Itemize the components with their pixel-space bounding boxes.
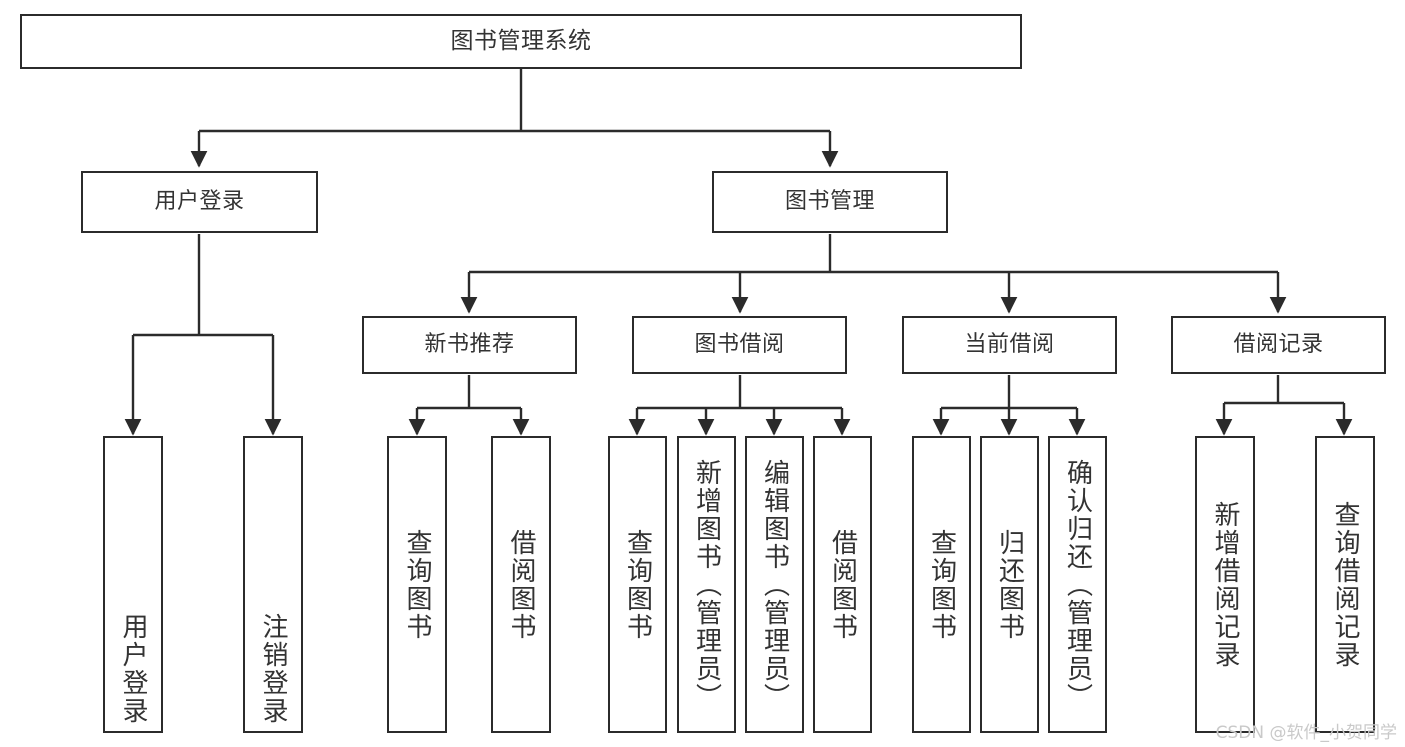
node-label: 查询图书 [402, 528, 432, 641]
node-label: 图书借阅 [694, 332, 785, 358]
leaf-query-book-current[interactable]: 查询图书 [912, 436, 971, 733]
leaf-add-borrow-record[interactable]: 新增借阅记录 [1195, 436, 1255, 733]
node-label: 新增图书（管理员） [691, 458, 722, 711]
node-book-borrow[interactable]: 图书借阅 [632, 316, 847, 374]
node-label: 查询图书 [622, 528, 653, 641]
node-label: 新增借阅记录 [1210, 500, 1240, 669]
leaf-query-book-recommend[interactable]: 查询图书 [387, 436, 447, 733]
node-label: 借阅图书 [827, 528, 858, 641]
leaf-logout-login[interactable]: 注销登录 [243, 436, 303, 733]
node-label: 图书管理 [784, 189, 875, 215]
node-user-login[interactable]: 用户登录 [81, 171, 318, 233]
node-label: 图书管理系统 [450, 28, 592, 55]
node-label: 确认归还（管理员） [1062, 458, 1093, 711]
leaf-borrow-book-recommend[interactable]: 借阅图书 [491, 436, 551, 733]
leaf-query-borrow-record[interactable]: 查询借阅记录 [1315, 436, 1375, 733]
node-label: 当前借阅 [964, 332, 1055, 358]
node-label: 归还图书 [994, 528, 1025, 641]
node-root-book-management-system[interactable]: 图书管理系统 [20, 14, 1022, 69]
node-label: 查询图书 [926, 528, 957, 641]
node-current-borrow[interactable]: 当前借阅 [902, 316, 1117, 374]
leaf-add-book-admin[interactable]: 新增图书（管理员） [677, 436, 736, 733]
leaf-confirm-return-admin[interactable]: 确认归还（管理员） [1048, 436, 1107, 733]
leaf-edit-book-admin[interactable]: 编辑图书（管理员） [745, 436, 804, 733]
node-label: 编辑图书（管理员） [759, 458, 790, 711]
node-label: 用户登录 [118, 613, 148, 725]
node-book-management[interactable]: 图书管理 [712, 171, 948, 233]
node-new-book-recommend[interactable]: 新书推荐 [362, 316, 577, 374]
node-label: 查询借阅记录 [1330, 500, 1360, 669]
leaf-return-book[interactable]: 归还图书 [980, 436, 1039, 733]
leaf-query-book-borrow[interactable]: 查询图书 [608, 436, 667, 733]
leaf-borrow-book-borrow[interactable]: 借阅图书 [813, 436, 872, 733]
node-label: 借阅图书 [506, 528, 536, 641]
node-label: 借阅记录 [1233, 332, 1324, 358]
leaf-user-login[interactable]: 用户登录 [103, 436, 163, 733]
watermark: CSDN @软件_小贺同学 [1215, 723, 1397, 743]
node-borrow-record[interactable]: 借阅记录 [1171, 316, 1386, 374]
node-label: 注销登录 [258, 613, 288, 725]
node-label: 用户登录 [154, 189, 245, 215]
node-label: 新书推荐 [424, 332, 515, 358]
